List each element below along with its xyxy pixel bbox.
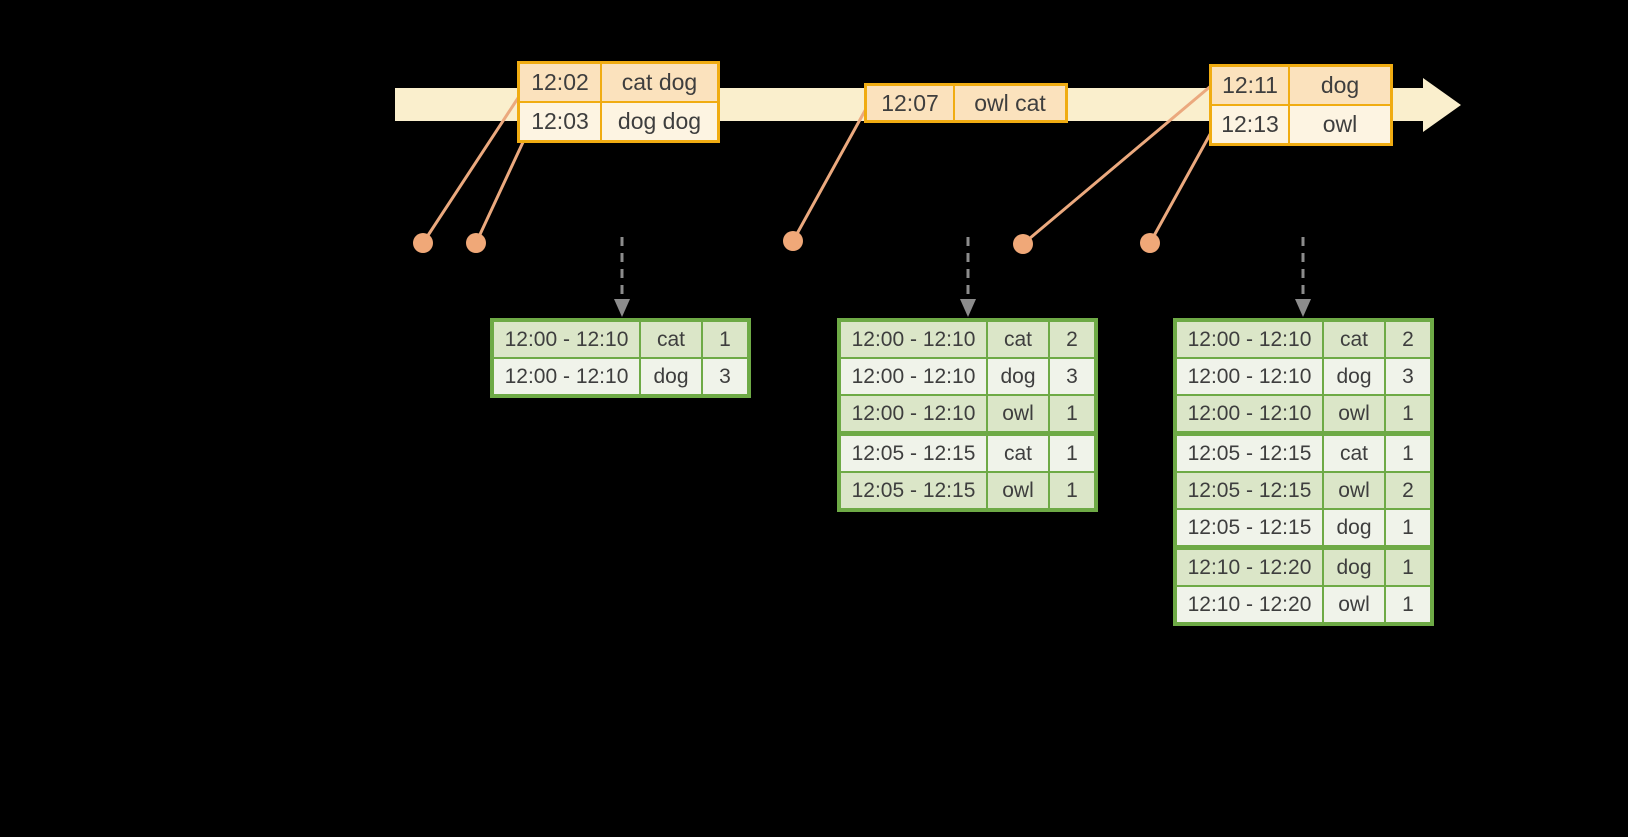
window-cell: 12:00 - 12:10 [494,322,639,357]
trigger-arrows [620,237,1305,300]
event-table-2: 12:07 owl cat [864,83,1068,123]
window-cell: 12:05 - 12:15 [1177,436,1322,471]
event-dot [466,233,486,253]
word-cell: owl [1324,396,1384,431]
table-row: 12:00 - 12:10 cat 2 [1177,322,1430,357]
word-cell: cat [641,322,701,357]
table-row: 12:05 - 12:15 cat 1 [841,436,1094,471]
connector-line [1021,83,1214,246]
count-cell: 1 [1386,436,1430,471]
connector-line [421,93,522,245]
connector-line [1148,127,1215,245]
count-cell: 2 [1050,322,1094,357]
connector-line [791,105,869,243]
table-row: 12:00 - 12:10 dog 3 [1177,359,1430,394]
table-row: 12:05 - 12:15 cat 1 [1177,436,1430,471]
count-cell: 1 [1386,396,1430,431]
word-cell: cat [1324,436,1384,471]
window-cell: 12:05 - 12:15 [1177,510,1322,545]
table-row: 12:00 - 12:10 cat 2 [841,322,1094,357]
table-row: 12:05 - 12:15 dog 1 [1177,510,1430,545]
window-cell: 12:00 - 12:10 [494,359,639,394]
event-dot [783,231,803,251]
table-row: 12:00 - 12:10 owl 1 [841,396,1094,431]
word-cell: owl [988,473,1048,508]
table-row: 12:11 dog [1212,67,1390,104]
count-cell: 1 [1386,587,1430,622]
table-row: 12:10 - 12:20 dog 1 [1177,550,1430,585]
table-row: 12:00 - 12:10 dog 3 [494,359,747,394]
event-table-1: 12:02 cat dog 12:03 dog dog [517,61,720,143]
event-connector-lines [421,83,1215,246]
table-row: 12:00 - 12:10 dog 3 [841,359,1094,394]
event-words-cell: dog [1290,67,1390,104]
table-row: 12:00 - 12:10 owl 1 [1177,396,1430,431]
result-table-1: 12:00 - 12:10 cat 1 12:00 - 12:10 dog 3 [490,318,751,398]
arrowhead-down-icon [1295,299,1311,317]
window-cell: 12:00 - 12:10 [1177,322,1322,357]
count-cell: 3 [703,359,747,394]
event-words-cell: cat dog [602,64,717,101]
timeline-arrowhead-icon [1423,78,1461,132]
count-cell: 3 [1386,359,1430,394]
event-time-cell: 12:02 [520,64,600,101]
window-cell: 12:00 - 12:10 [841,396,986,431]
word-cell: owl [1324,473,1384,508]
count-cell: 3 [1050,359,1094,394]
event-time-cell: 12:03 [520,103,600,140]
event-words-cell: owl cat [955,86,1065,120]
count-cell: 1 [1386,510,1430,545]
count-cell: 1 [1386,550,1430,585]
word-cell: cat [1324,322,1384,357]
word-cell: dog [1324,359,1384,394]
event-time-cell: 12:13 [1212,106,1288,143]
word-cell: cat [988,436,1048,471]
event-table-3: 12:11 dog 12:13 owl [1209,64,1393,146]
window-cell: 12:05 - 12:15 [1177,473,1322,508]
arrowhead-down-icon [960,299,976,317]
window-cell: 12:05 - 12:15 [841,436,986,471]
word-cell: dog [988,359,1048,394]
event-time-cell: 12:07 [867,86,953,120]
table-row: 12:07 owl cat [867,86,1065,120]
table-row: 12:03 dog dog [520,103,717,140]
arrowhead-down-icon [614,299,630,317]
word-cell: owl [988,396,1048,431]
table-row: 12:00 - 12:10 cat 1 [494,322,747,357]
event-dot [1140,233,1160,253]
word-cell: owl [1324,587,1384,622]
event-dot [413,233,433,253]
trigger-arrowheads [614,299,1311,317]
table-row: 12:13 owl [1212,106,1390,143]
event-words-cell: owl [1290,106,1390,143]
window-cell: 12:00 - 12:10 [1177,359,1322,394]
count-cell: 2 [1386,473,1430,508]
window-cell: 12:05 - 12:15 [841,473,986,508]
table-row: 12:05 - 12:15 owl 1 [841,473,1094,508]
window-cell: 12:10 - 12:20 [1177,587,1322,622]
count-cell: 1 [703,322,747,357]
count-cell: 1 [1050,436,1094,471]
event-words-cell: dog dog [602,103,717,140]
count-cell: 1 [1050,473,1094,508]
table-row: 12:05 - 12:15 owl 2 [1177,473,1430,508]
word-cell: dog [641,359,701,394]
event-time-dots [413,231,1160,254]
window-cell: 12:00 - 12:10 [841,322,986,357]
table-row: 12:10 - 12:20 owl 1 [1177,587,1430,622]
window-cell: 12:10 - 12:20 [1177,550,1322,585]
event-time-cell: 12:11 [1212,67,1288,104]
word-cell: dog [1324,510,1384,545]
connector-line [474,138,526,245]
word-cell: cat [988,322,1048,357]
window-cell: 12:00 - 12:10 [1177,396,1322,431]
count-cell: 1 [1050,396,1094,431]
word-cell: dog [1324,550,1384,585]
result-table-2: 12:00 - 12:10 cat 2 12:00 - 12:10 dog 3 … [837,318,1098,512]
event-dot [1013,234,1033,254]
count-cell: 2 [1386,322,1430,357]
result-table-3: 12:00 - 12:10 cat 2 12:00 - 12:10 dog 3 … [1173,318,1434,626]
window-cell: 12:00 - 12:10 [841,359,986,394]
table-row: 12:02 cat dog [520,64,717,101]
